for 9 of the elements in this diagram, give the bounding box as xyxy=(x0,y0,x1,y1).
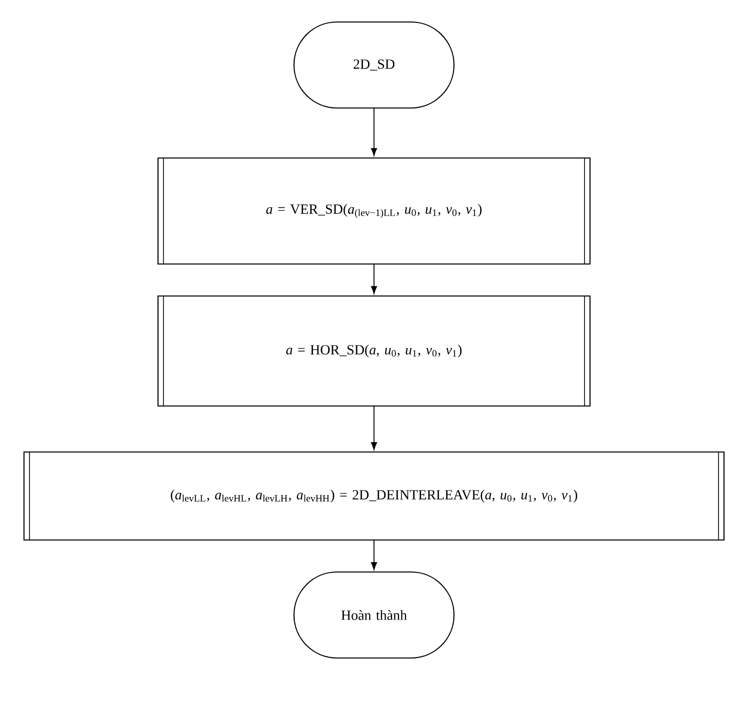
process-box: a = HOR_SD(a, u$_{0}$, u$_{1}$, v$_{0}$, v$_{1}$) xyxy=(157,295,591,407)
terminal-box: Hoàn thành xyxy=(293,571,455,659)
arrow xyxy=(371,540,378,570)
arrow xyxy=(371,406,378,450)
process-box: a = VER_SD(a$_{(lev−1)LL}$, u$_{0}$, u$_{1}$, v$_{0}$, v$_{1}$) xyxy=(157,157,591,265)
terminal-box: 2D_SD xyxy=(293,21,455,109)
arrow xyxy=(371,108,378,156)
arrow xyxy=(371,264,378,294)
process-box: (a$_{levLL}$, a$_{levHL}$, a$_{levLH}$, a$_{levHH}$) = 2D_DEINTERLEAVE(a, u$_{0}$, u$_{1}$, v$_{0}$, v$_{1}$) xyxy=(23,451,725,541)
